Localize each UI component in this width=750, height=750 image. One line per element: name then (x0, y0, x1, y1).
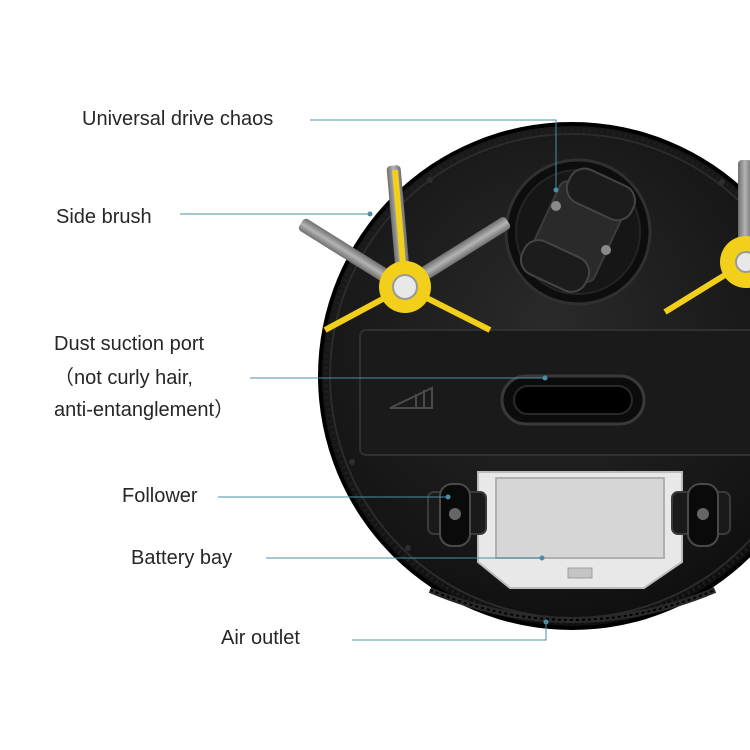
callout-line-air-outlet (352, 622, 547, 641)
label-universal-drive: Universal drive chaos (82, 108, 274, 130)
dust-suction-port (500, 374, 646, 426)
label-dust-suction-line1: Dust suction port (54, 333, 205, 355)
callout-lines (180, 119, 557, 641)
label-dust-suction-line3: anti-entanglement） (54, 399, 235, 421)
right-side-brush (663, 160, 750, 315)
battery-bay-plate (477, 471, 683, 589)
label-dust-suction-line2: （not curly hair, (54, 367, 193, 389)
label-air-outlet: Air outlet (221, 627, 300, 649)
left-side-brush (298, 165, 511, 333)
universal-drive-wheel (504, 158, 652, 306)
callout-dots (367, 187, 559, 625)
left-follower-wheel (427, 483, 487, 547)
callout-line-drive (310, 119, 557, 190)
label-follower: Follower (122, 485, 198, 507)
label-side-brush: Side brush (56, 206, 152, 228)
air-outlet (428, 587, 717, 623)
right-follower-wheel (671, 483, 731, 547)
label-battery-bay: Battery bay (131, 547, 233, 569)
